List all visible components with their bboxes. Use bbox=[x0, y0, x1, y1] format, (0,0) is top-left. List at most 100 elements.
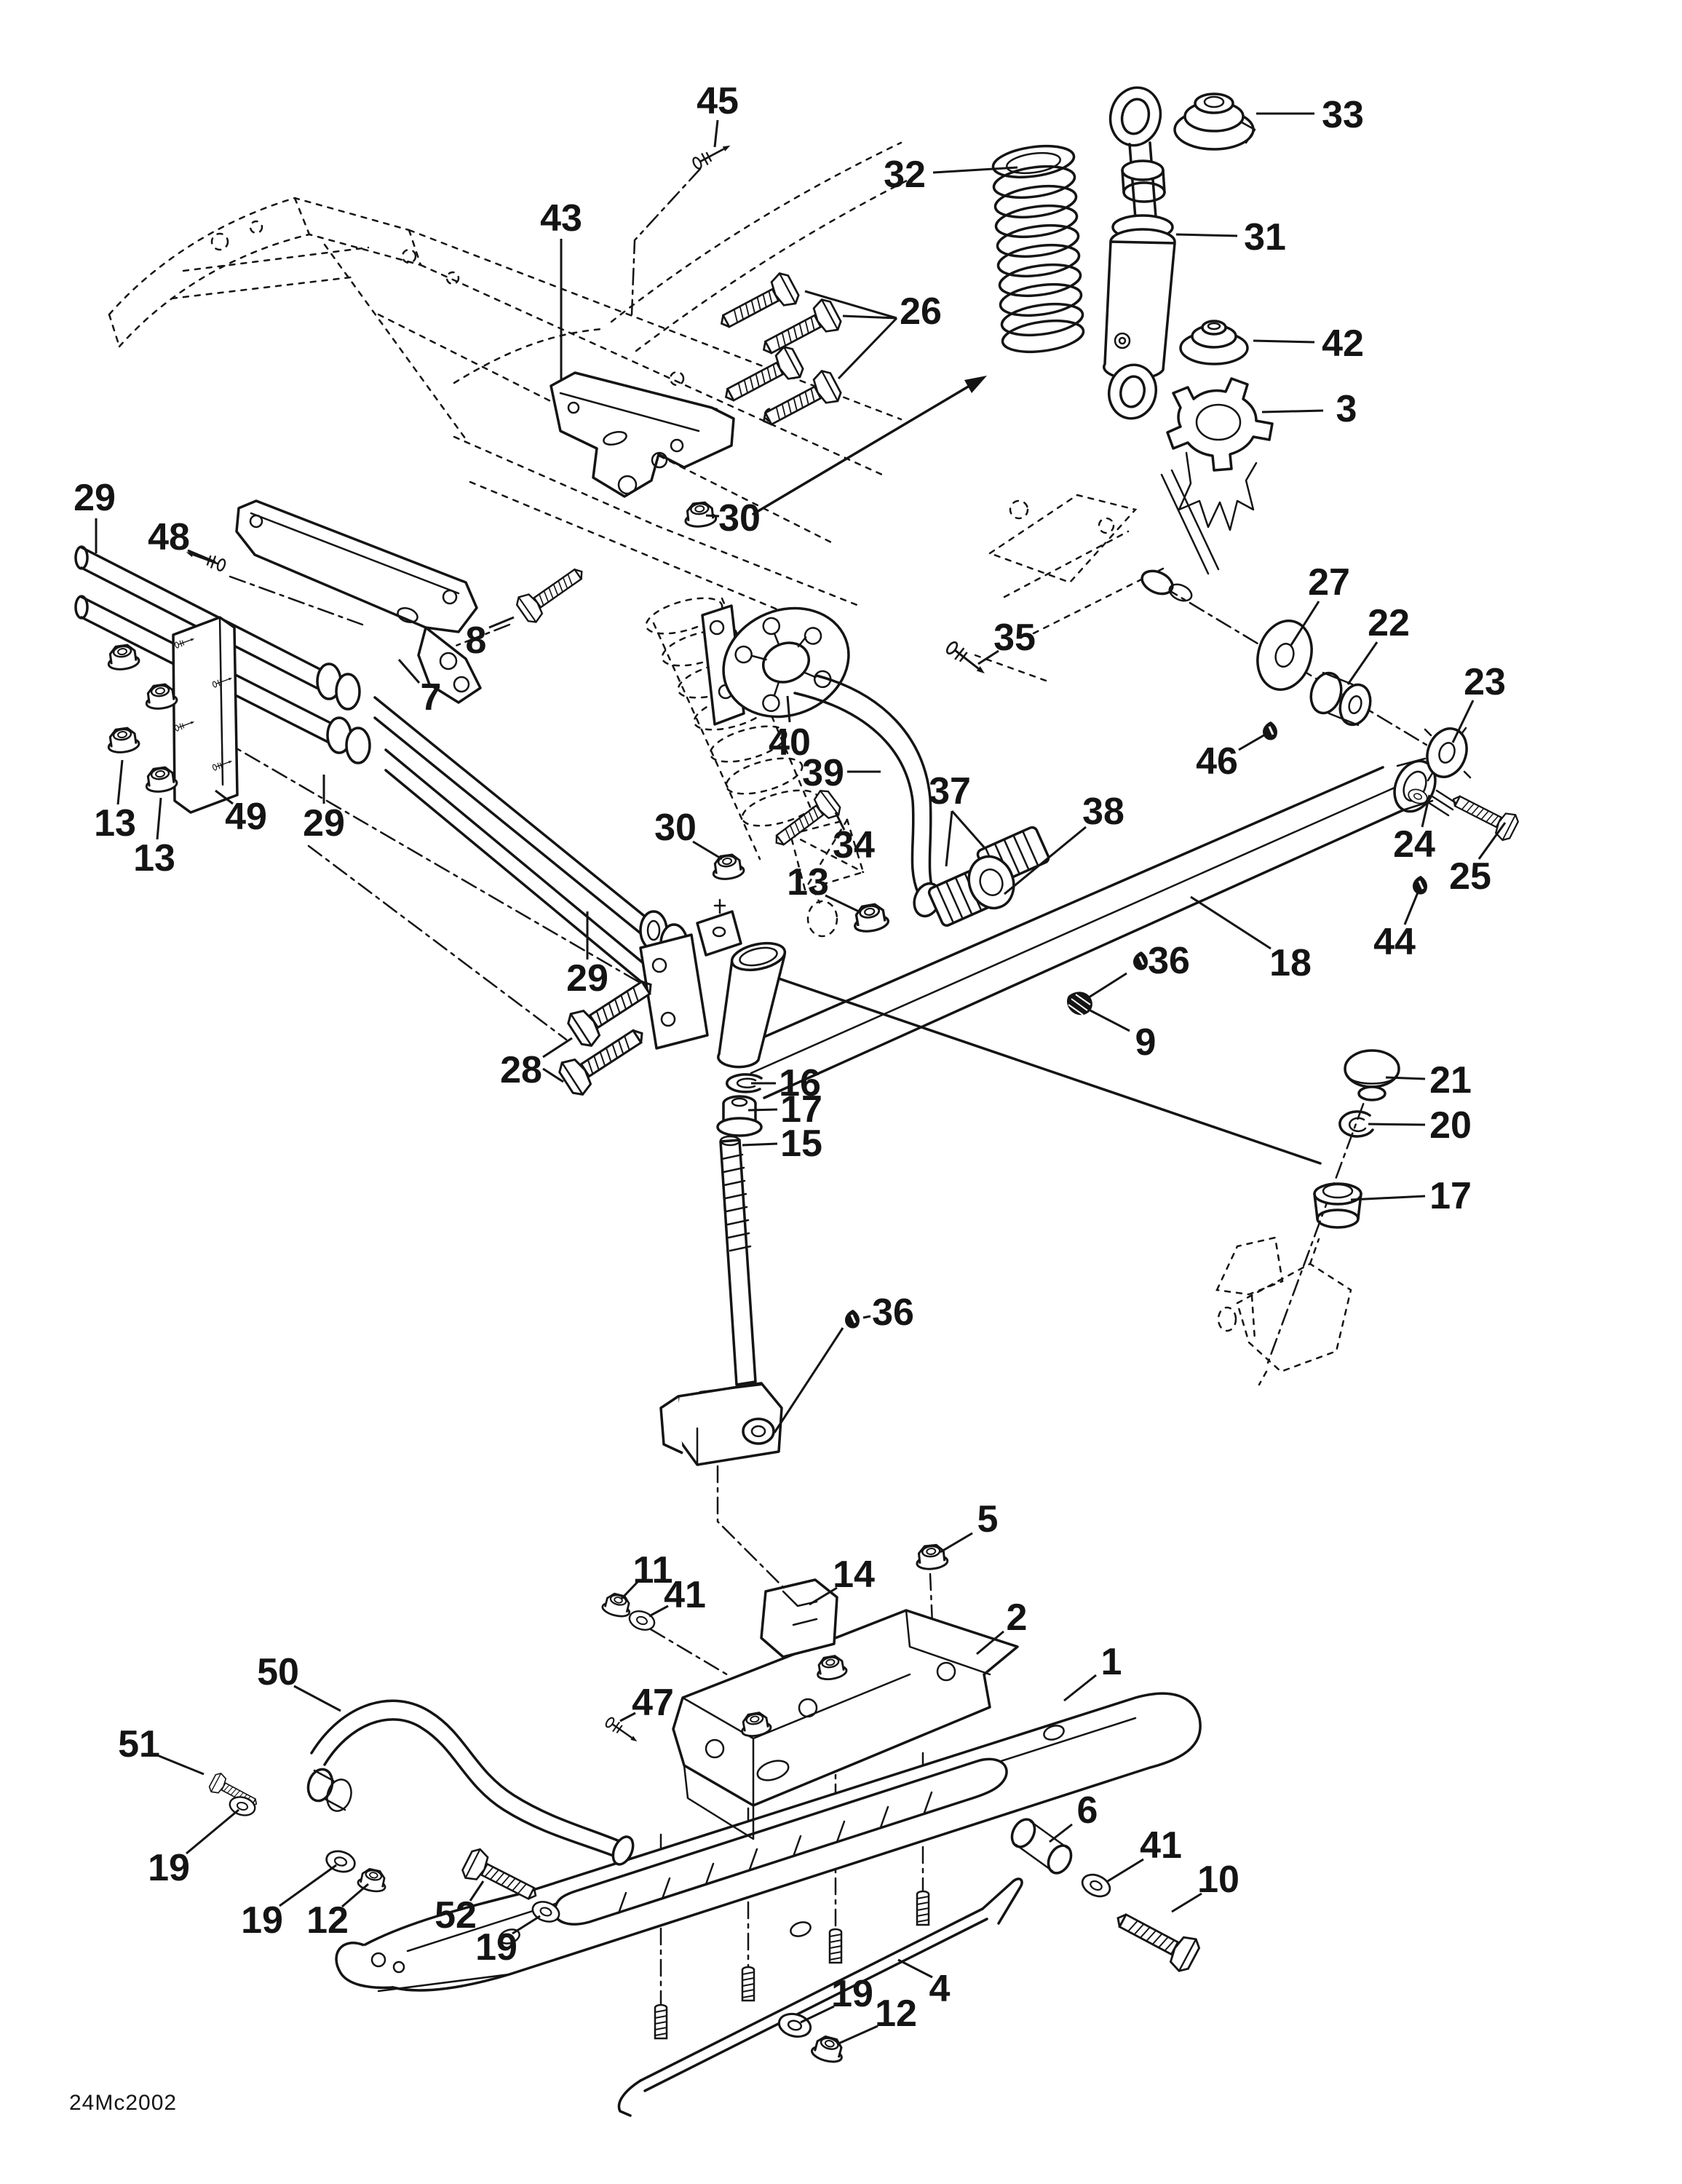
leader-line bbox=[397, 659, 421, 684]
callout-51: 51 bbox=[118, 1723, 160, 1765]
spindle-foot bbox=[659, 1382, 783, 1466]
bolt-8 bbox=[512, 558, 592, 627]
steering-clamp bbox=[927, 826, 1050, 927]
callout-34: 34 bbox=[833, 824, 875, 866]
steering-flange-disc bbox=[722, 606, 850, 719]
leader-line bbox=[1350, 1195, 1426, 1201]
clip-36a bbox=[1132, 950, 1149, 972]
leader-line bbox=[156, 1754, 205, 1776]
callout-19: 19 bbox=[148, 1847, 190, 1889]
leader-line bbox=[215, 789, 234, 805]
leader-line bbox=[1190, 895, 1272, 950]
callout-11: 11 bbox=[633, 1549, 673, 1591]
callout-41: 41 bbox=[1140, 1824, 1182, 1867]
callout-29: 29 bbox=[566, 957, 608, 1000]
leader-line bbox=[187, 549, 216, 563]
leader-line bbox=[620, 1580, 639, 1600]
ski bbox=[335, 1692, 1202, 1993]
leader-line bbox=[1477, 822, 1507, 860]
callout-12: 12 bbox=[875, 1993, 917, 2035]
rod-anchor-plate bbox=[105, 616, 239, 814]
callout-24: 24 bbox=[1393, 823, 1435, 866]
callout-42: 42 bbox=[1322, 323, 1364, 365]
callout-43: 43 bbox=[540, 197, 582, 240]
callout-3: 3 bbox=[1336, 388, 1357, 430]
steering-arm-dashed bbox=[974, 469, 1220, 683]
callout-13: 13 bbox=[787, 861, 829, 903]
callout-21: 21 bbox=[1429, 1059, 1472, 1101]
leader-line bbox=[1004, 826, 1087, 895]
leader-line bbox=[932, 166, 1018, 174]
callout-31: 31 bbox=[1244, 216, 1286, 258]
nut-5 bbox=[914, 1543, 950, 1572]
callout-16: 16 bbox=[779, 1062, 821, 1104]
callout-45: 45 bbox=[697, 80, 739, 122]
callout-13: 13 bbox=[94, 802, 136, 844]
spindle-housing bbox=[639, 898, 1322, 1165]
mount-bracket bbox=[550, 371, 735, 498]
callout-38: 38 bbox=[1082, 791, 1124, 833]
leader-line bbox=[1090, 1009, 1130, 1032]
figure-code: 24Mc2002 bbox=[69, 2091, 178, 2115]
callout-47: 47 bbox=[632, 1682, 674, 1724]
leader-line bbox=[1063, 1674, 1097, 1702]
spring-retainer bbox=[1166, 377, 1274, 531]
leader-line bbox=[1171, 1892, 1202, 1913]
leader-line bbox=[940, 1532, 973, 1554]
leader-line bbox=[825, 894, 860, 913]
callout-19: 19 bbox=[831, 1973, 873, 2015]
callout-4: 4 bbox=[929, 1968, 951, 2010]
leader-line bbox=[1049, 1823, 1073, 1843]
callout-19: 19 bbox=[475, 1926, 517, 1969]
leader-line bbox=[469, 1880, 485, 1902]
callout-14: 14 bbox=[833, 1554, 875, 1596]
callout-30: 30 bbox=[718, 497, 761, 539]
rubber-stop bbox=[760, 1578, 838, 1658]
spindle-foot-dashed bbox=[1215, 1236, 1352, 1386]
callout-44: 44 bbox=[1373, 921, 1416, 963]
callout-49: 49 bbox=[225, 796, 267, 838]
leader-line bbox=[1107, 1858, 1144, 1883]
leader-line bbox=[488, 616, 515, 629]
clip-36b bbox=[844, 1308, 861, 1330]
leader-line bbox=[747, 1108, 778, 1112]
callout-2: 2 bbox=[1007, 1597, 1028, 1639]
lower-shock-mount bbox=[1179, 320, 1249, 365]
callout-17: 17 bbox=[1429, 1175, 1472, 1217]
leader-line bbox=[156, 797, 162, 840]
callout-7: 7 bbox=[421, 676, 442, 719]
leader-line bbox=[804, 290, 897, 320]
leader-line bbox=[897, 1958, 933, 1979]
callout-36: 36 bbox=[1148, 940, 1190, 982]
mounting-bolts bbox=[713, 269, 845, 438]
leader-line bbox=[800, 2005, 835, 2024]
pivot-hardware bbox=[1256, 620, 1521, 896]
leader-line bbox=[1088, 972, 1127, 999]
leader-line bbox=[512, 1915, 541, 1935]
leader-line bbox=[279, 1864, 337, 1907]
leader-line bbox=[293, 1685, 341, 1712]
ski-handle bbox=[306, 1699, 635, 1866]
callout-33: 33 bbox=[1322, 94, 1364, 136]
callout-8: 8 bbox=[466, 620, 487, 662]
callout-50: 50 bbox=[257, 1651, 299, 1693]
callout-29: 29 bbox=[303, 802, 345, 844]
leader-line bbox=[1175, 233, 1238, 237]
callout-10: 10 bbox=[1197, 1859, 1239, 1901]
bolt-28b bbox=[555, 1016, 654, 1100]
callout-35: 35 bbox=[993, 617, 1036, 659]
direction-arrow-icon bbox=[752, 376, 987, 515]
leader-line bbox=[1421, 794, 1431, 828]
leader-line bbox=[705, 514, 720, 518]
callout-20: 20 bbox=[1429, 1104, 1472, 1147]
wear-runner bbox=[617, 1878, 1023, 2117]
leader-line bbox=[773, 1327, 844, 1433]
leader-line bbox=[648, 1605, 669, 1618]
chassis-frame bbox=[108, 141, 911, 622]
runner-hardware bbox=[775, 1818, 1204, 2066]
leader-line bbox=[836, 2025, 878, 2046]
callout-30: 30 bbox=[654, 807, 697, 849]
